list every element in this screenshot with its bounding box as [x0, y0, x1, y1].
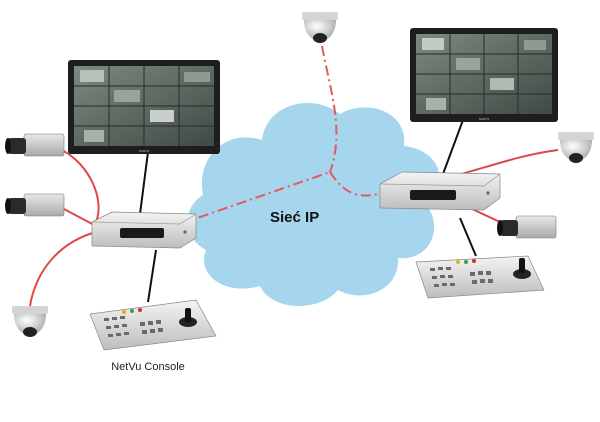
dome-camera-icon — [558, 132, 594, 163]
right-keyboard — [416, 256, 544, 298]
box-camera-icon — [5, 194, 64, 216]
dome-camera-icon — [302, 12, 338, 43]
right-monitor: SANYO — [410, 28, 558, 122]
left-dvr — [92, 212, 196, 248]
box-camera-icon — [497, 216, 556, 238]
left-monitor: SANYO — [68, 60, 220, 154]
right-dvr — [380, 172, 500, 210]
box-camera-icon — [5, 134, 64, 156]
console-label: NetVu Console — [111, 361, 185, 373]
right-monitor-brand: SANYO — [479, 117, 490, 121]
network-label: Sieć IP — [270, 209, 319, 226]
left-monitor-brand: SANYO — [139, 149, 150, 153]
netvu-console-keyboard — [90, 300, 216, 350]
dome-camera-icon — [12, 306, 48, 337]
